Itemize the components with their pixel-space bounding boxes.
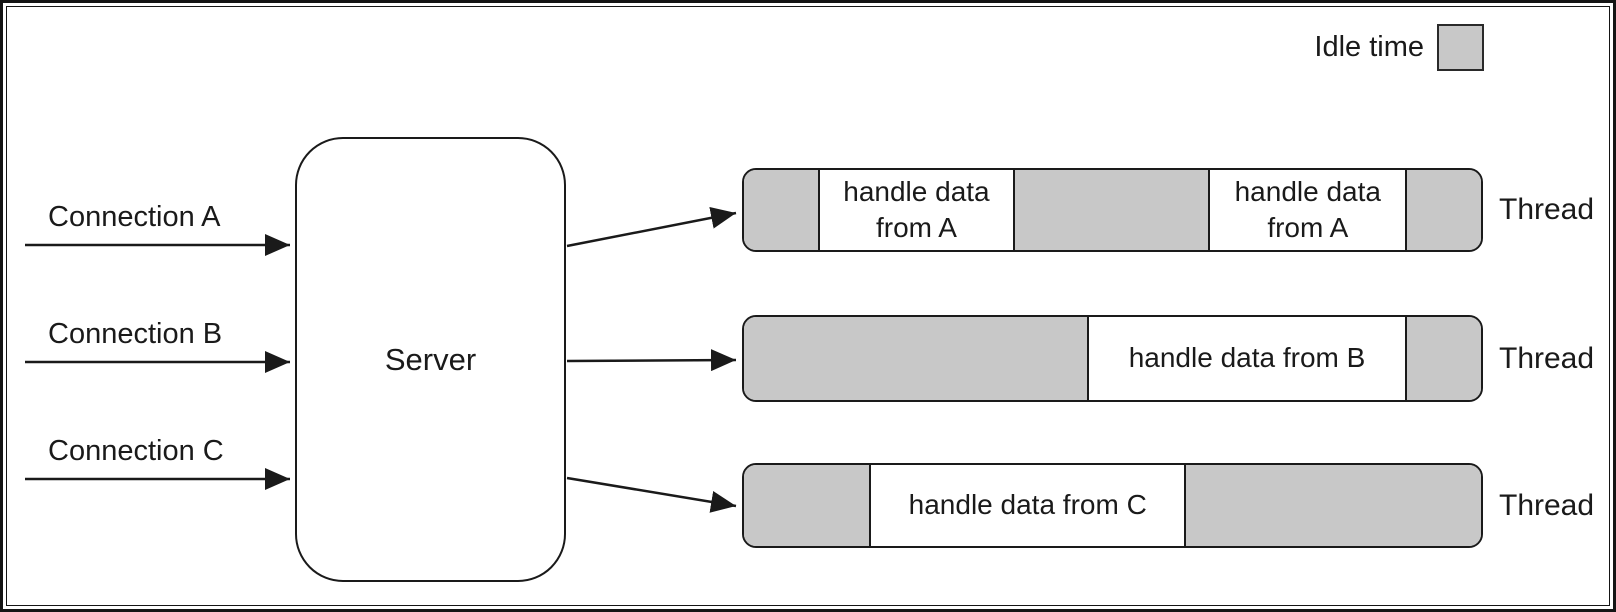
busy-segment-label: handle data from A — [843, 175, 990, 243]
thread-b-timeline: handle data from B — [742, 315, 1483, 402]
thread-b-label: Thread — [1499, 341, 1595, 375]
server-to-thread-a-arrow — [566, 206, 737, 248]
idle-segment — [1407, 317, 1481, 400]
busy-segment: handle data from B — [1086, 317, 1408, 400]
busy-segment: handle data from C — [869, 465, 1187, 546]
idle-segment — [1186, 465, 1481, 546]
busy-segment-label: handle data from A — [1234, 175, 1381, 243]
idle-time-swatch — [1437, 24, 1484, 71]
idle-time-legend: Idle time — [1314, 24, 1484, 71]
connection-b-label: Connection B — [48, 318, 223, 350]
thread-a-label: Thread — [1499, 193, 1595, 226]
server-label: Server — [384, 341, 477, 377]
busy-segment-label: handle data from C — [908, 489, 1147, 521]
idle-segment — [744, 170, 818, 250]
connection-c-label: Connection C — [48, 435, 224, 467]
idle-time-label: Idle time — [1314, 31, 1424, 63]
idle-segment — [744, 317, 1087, 400]
idle-segment — [1407, 170, 1481, 250]
thread-c-timeline: handle data from C — [742, 463, 1483, 548]
busy-segment: handle data from A — [817, 170, 1016, 250]
server-to-thread-c-arrow — [566, 476, 737, 513]
thread-a-timeline: handle data from A handle data from A — [742, 168, 1483, 252]
busy-segment-label: handle data from B — [1128, 342, 1366, 374]
busy-segment: handle data from A — [1208, 170, 1408, 250]
server-to-thread-b-arrow — [566, 349, 737, 372]
connection-a-label: Connection A — [48, 201, 221, 233]
idle-segment — [744, 465, 870, 546]
thread-c-label: Thread — [1499, 488, 1595, 522]
server-box: Server — [295, 137, 566, 582]
idle-segment — [1015, 170, 1209, 250]
